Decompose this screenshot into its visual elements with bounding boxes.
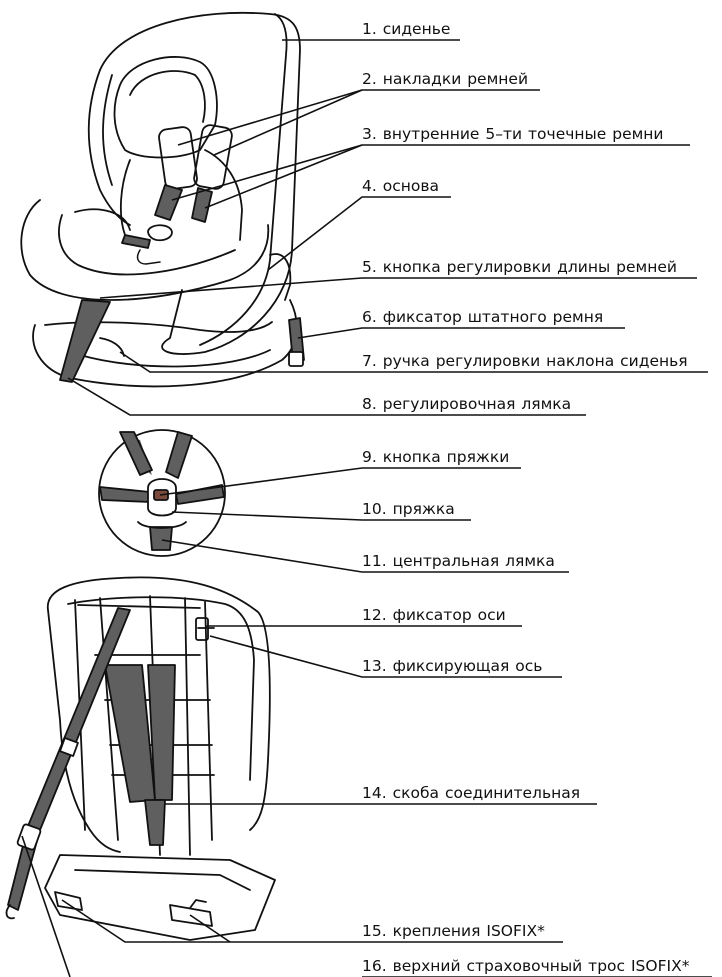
label-13: 13. фиксирующая ось — [362, 657, 542, 675]
label-3: 3. внутренние 5–ти точечные ремни — [362, 125, 664, 143]
seat-front-view — [21, 13, 304, 387]
label-2: 2. накладки ремней — [362, 70, 528, 88]
seat-rear-view — [7, 577, 275, 940]
label-16: 16. верхний страховочный трос ISOFIX* — [362, 957, 689, 975]
label-4: 4. основа — [362, 177, 439, 195]
label-5: 5. кнопка регулировки длины ремней — [362, 258, 677, 276]
label-10: 10. пряжка — [362, 500, 455, 518]
label-6: 6. фиксатор штатного ремня — [362, 308, 603, 326]
buckle-closeup — [99, 430, 225, 556]
label-7: 7. ручка регулировки наклона сиденья — [362, 352, 688, 370]
label-1: 1. сиденье — [362, 20, 450, 38]
label-11: 11. центральная лямка — [362, 552, 555, 570]
label-15: 15. крепления ISOFIX* — [362, 922, 545, 940]
label-9: 9. кнопка пряжки — [362, 448, 509, 466]
label-14: 14. скоба соединительная — [362, 784, 580, 802]
label-8: 8. регулировочная лямка — [362, 395, 571, 413]
label-12: 12. фиксатор оси — [362, 606, 506, 624]
